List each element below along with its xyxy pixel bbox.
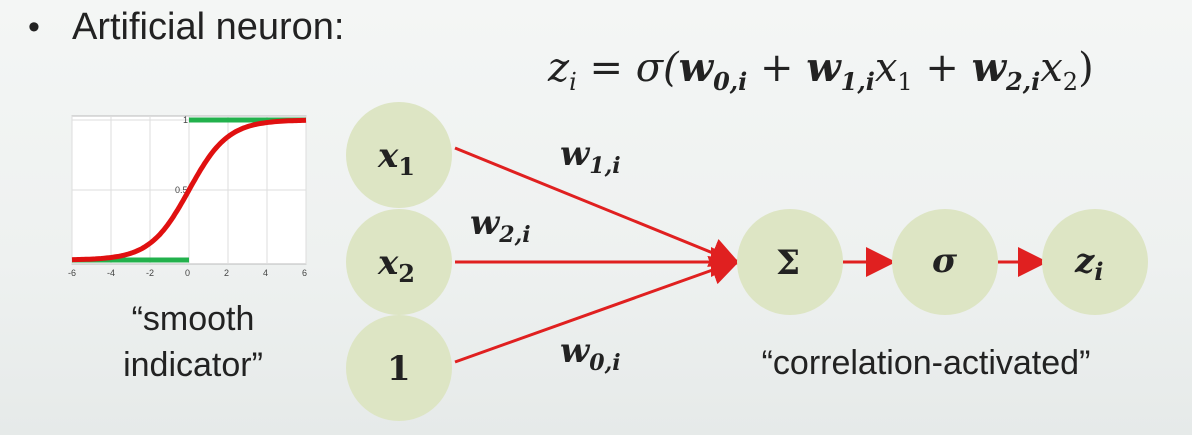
node-sum-label: Σ (776, 243, 800, 283)
smooth-caption-line1: “smooth (131, 300, 255, 338)
x-tick-label: -4 (107, 268, 115, 278)
eq-w1-sub: 1,i (840, 67, 875, 96)
y-tick-label: 0.5 (175, 185, 188, 195)
node-z-label: zi (1074, 241, 1103, 286)
node-x2 (346, 209, 452, 315)
eq-equals: = (576, 45, 636, 91)
sigmoid-plot: -6 -4 -2 0 2 4 6 1 0.5 (68, 115, 307, 278)
node-x1-label: x1 (377, 136, 415, 181)
smooth-caption-line2: indicator” (123, 346, 263, 384)
eq-z: z (548, 45, 570, 91)
node-sigma (892, 209, 998, 315)
node-one-label: 1 (387, 349, 411, 389)
plot-ticks: -6 -4 -2 0 2 4 6 1 0.5 (68, 115, 307, 278)
edges (454, 146, 1048, 364)
node-x2-label: x2 (377, 243, 415, 288)
eq-w1: w (806, 44, 841, 91)
correlation-activated-caption: “correlation-activated” (761, 344, 1091, 382)
x-tick-label: -2 (146, 268, 154, 278)
bullet-point: • (28, 8, 40, 46)
node-sigma-label: σ (932, 241, 958, 281)
node-one (346, 315, 452, 421)
edge-label-w2: w2,i (470, 203, 531, 248)
eq-close: ) (1078, 45, 1094, 91)
eq-plus-2: + (912, 45, 972, 91)
edge-label-w1: w1,i (560, 134, 621, 179)
eq-w2: w (971, 44, 1007, 91)
edge-label-w0: w0,i (560, 331, 621, 376)
neuron-equation: zi = σ(w0,i + w1,ix1 + w2,ix2) (548, 44, 1094, 96)
slide-heading: Artificial neuron: (72, 6, 345, 48)
edge-1-sum (454, 255, 741, 364)
eq-x1-sub: 1 (897, 68, 913, 96)
node-x1 (346, 102, 452, 208)
eq-w0-sub: 0,i (713, 67, 748, 96)
x-tick-label: 2 (224, 268, 229, 278)
eq-z-sub: i (569, 68, 577, 96)
eq-w0: w (678, 44, 714, 91)
sigmoid-curve (71, 117, 307, 263)
y-tick-label: 1 (183, 115, 188, 125)
bullet-row: • Artificial neuron: (28, 6, 344, 49)
node-z (1042, 209, 1148, 315)
eq-plus-1: + (747, 45, 807, 91)
x-tick-label: 0 (185, 268, 190, 278)
x-tick-label: 6 (302, 268, 307, 278)
edge-x1-sum (454, 146, 741, 267)
eq-x2: x (1040, 45, 1063, 91)
x-tick-label: -6 (68, 268, 76, 278)
smooth-indicator-caption: “smooth indicator” (88, 296, 298, 388)
x-tick-label: 4 (263, 268, 268, 278)
eq-w2-sub: 2,i (1006, 67, 1041, 96)
node-sum (737, 209, 843, 315)
eq-sigma: σ( (635, 45, 679, 91)
eq-x2-sub: 2 (1062, 68, 1079, 96)
eq-x1: x (874, 45, 898, 91)
